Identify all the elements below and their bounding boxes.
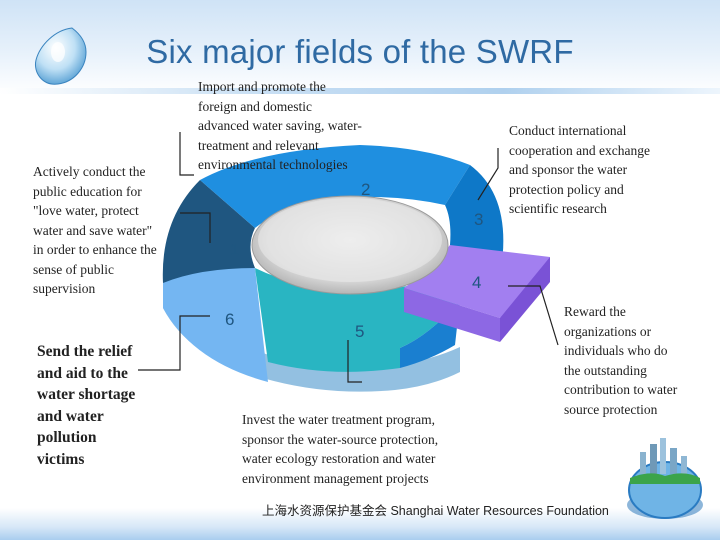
segment-6 (163, 267, 268, 382)
callout-2-line: foreign and domestic (198, 98, 312, 114)
slide-title: Six major fields of the SWRF (146, 33, 574, 70)
segment-number-2: 2 (361, 180, 371, 199)
foundation-footer: 上海水资源保护基金会 Shanghai Water Resources Foun… (262, 504, 609, 518)
globe-city-logo (627, 438, 703, 519)
segment-1 (162, 180, 255, 283)
callout-3-line: Conduct international (509, 123, 627, 138)
callout-2-line: environmental technologies (198, 157, 348, 172)
callout-1-line: water and save water" (33, 222, 153, 238)
callout-2-line: advanced water saving, water- (198, 118, 362, 133)
callout-4-line: source protection (564, 401, 658, 417)
callout-3-line: protection policy and (509, 181, 624, 197)
water-drop-logo (34, 27, 87, 85)
callout-4-line: organizations or (564, 323, 652, 339)
callout-5-text: Invest the water treatment program, spon… (242, 410, 438, 488)
callout-1-line: supervision (33, 281, 96, 296)
header-band (0, 0, 720, 95)
callout-1-line: sense of public (33, 261, 114, 277)
callout-5-line: sponsor the water-source protection, (242, 431, 439, 447)
callout-4-line: the outstanding (564, 362, 647, 378)
segment-number-3: 3 (474, 210, 484, 229)
callout-1-text: Actively conduct the public education fo… (33, 162, 157, 299)
segment-number-4: 4 (472, 273, 482, 292)
callout-3-line: cooperation and exchange (509, 142, 650, 158)
donut-ring (162, 145, 550, 392)
callout-4-line: contribution to water (564, 382, 678, 397)
segment-number-6: 6 (225, 310, 235, 329)
callout-1-line: "love water, protect (33, 203, 139, 218)
callout-2-text: Import and promote the foreign and domes… (198, 77, 362, 175)
callout-6-line: Send the relief (37, 343, 133, 360)
callout-5-line: Invest the water treatment program, (242, 412, 436, 427)
callout-2-line: Import and promote the (198, 79, 326, 94)
callout-5-line: water ecology restoration and water (242, 451, 436, 466)
footer-band (0, 508, 720, 540)
callout-lines (138, 132, 559, 383)
callout-6-text: Send the relief and aid to the water sho… (37, 341, 135, 470)
callout-4-text: Reward the organizations or individuals … (564, 302, 677, 419)
callout-6-line: water shortage (37, 386, 136, 403)
callout-1-line: Actively conduct the (33, 164, 146, 179)
segment-number-1: 1 (230, 240, 240, 259)
callout-3-line: scientific research (509, 201, 607, 216)
callout-4-line: Reward the (564, 304, 626, 319)
callout-4-line: individuals who do (564, 343, 668, 358)
callout-1-line: in order to enhance the (33, 242, 157, 257)
callout-3-line: and sponsor the water (509, 162, 628, 177)
callout-6-line: and aid to the (37, 364, 128, 382)
segment-number-5: 5 (355, 322, 365, 341)
callout-6-line: and water (37, 407, 104, 425)
segment-2 (200, 145, 470, 228)
callout-1-line: public education for (33, 183, 142, 199)
callout-3-text: Conduct international cooperation and ex… (509, 121, 650, 219)
callout-2-line: treatment and relevant (198, 137, 319, 153)
callout-6-line: victims (37, 450, 85, 468)
header-divider (0, 88, 720, 94)
segment-3 (445, 165, 504, 262)
callout-5-line: environment management projects (242, 470, 429, 486)
callout-6-line: pollution (37, 429, 97, 446)
